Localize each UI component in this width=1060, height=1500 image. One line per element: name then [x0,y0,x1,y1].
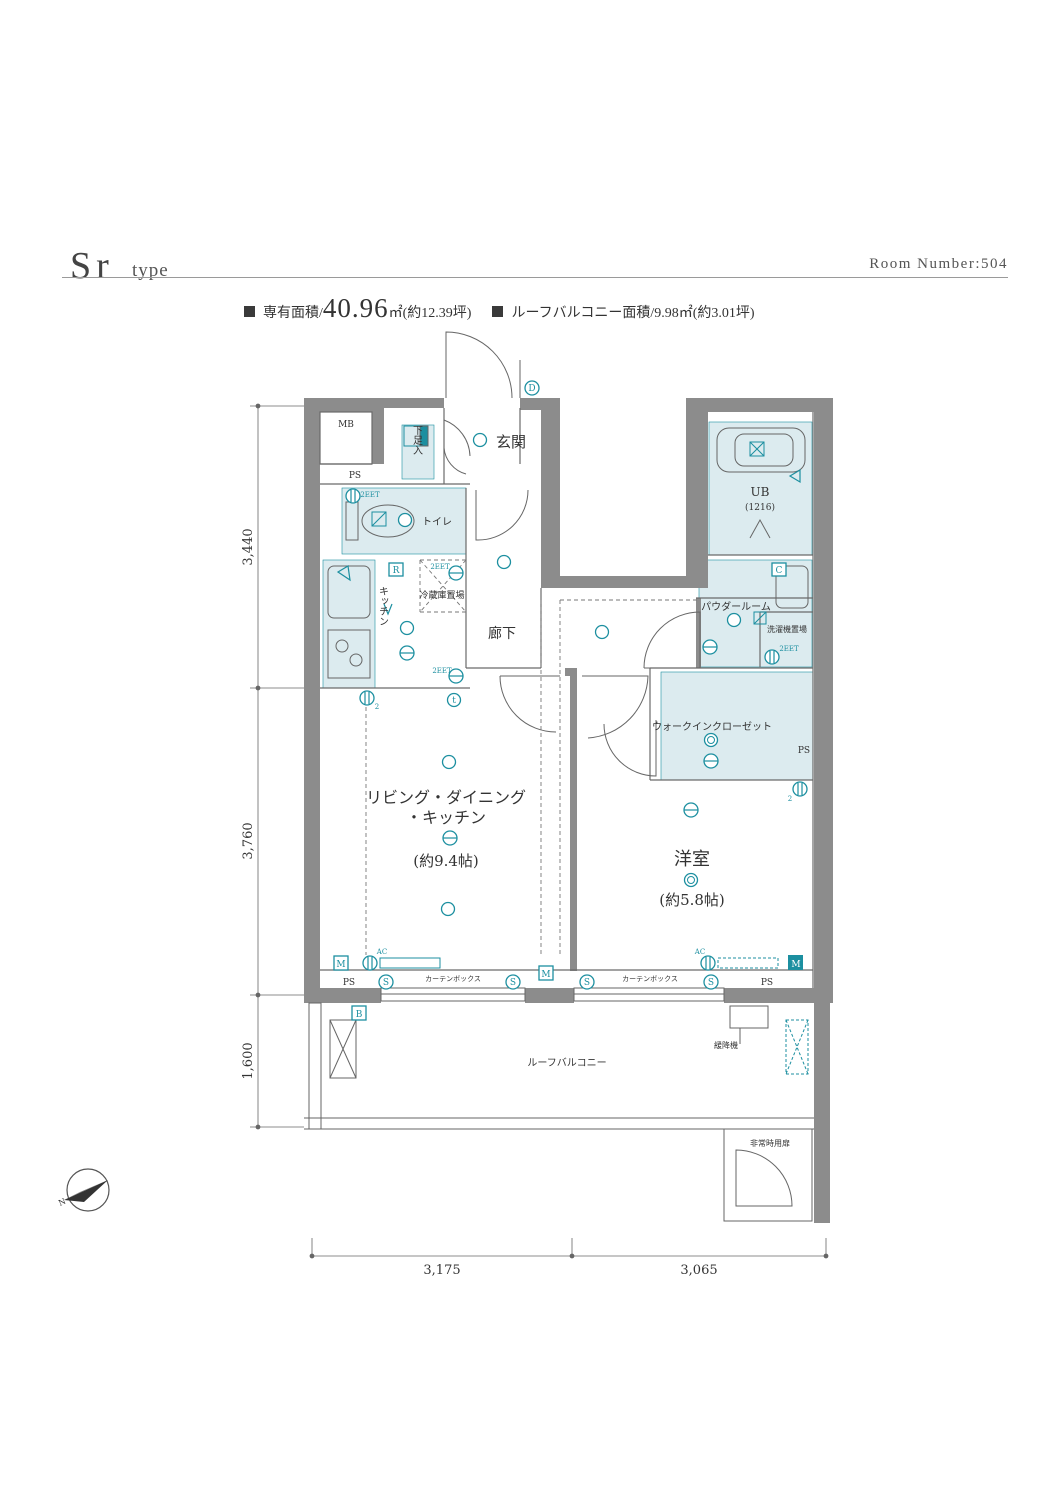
private-area-label: 専有面積/ [263,306,323,321]
label-ub-size: (1216) [745,502,775,513]
label-washer: 洗濯機置場 [767,624,807,634]
symbol-m-left: M [336,960,345,970]
bullet-square-icon [244,306,255,317]
private-area-unit: ㎡(約12.39坪) [388,306,472,321]
header: Sr type Room Number:504 専有面積/40.96㎡(約12.… [0,0,1060,323]
symbol-eet-fridge: 2EET [430,563,450,571]
symbol-ac-right: AC [694,948,705,956]
label-western: 洋室 [674,849,710,870]
roof-area-label: ルーフバルコニー面積/9.98㎡(約3.01坪) [511,306,755,321]
powder-room-area [698,559,813,668]
wet-areas [322,421,814,781]
label-ps-br: PS [761,978,773,988]
symbol-eet-kitchen: 2EET [432,667,452,675]
label-ub: UB [751,485,770,499]
electrical-symbols [333,380,808,1021]
label-curtain-2: カーテンボックス [622,975,678,983]
doors [443,331,793,1207]
label-ps-bl: PS [343,978,355,988]
area-summary: 専有面積/40.96㎡(約12.39坪) ルーフバルコニー面積/9.98㎡(約3… [244,293,755,324]
dimension-lines [250,403,829,1259]
shoe-box [401,424,435,480]
dimension-labels: 3,440 3,760 1,600 3,175 3,065 [241,528,718,1278]
header-rule [62,277,1008,278]
roof-balcony [304,1002,814,1222]
symbol-s: S [510,978,516,988]
label-hallway: 廊下 [488,625,516,642]
bullet-square-icon [492,306,504,317]
dim-horizontal-1: 3,175 [423,1263,460,1278]
unit-bath [708,421,813,556]
label-ps-entry: PS [349,471,361,481]
label-entrance: 玄関 [496,433,526,451]
label-curtain-1: カーテンボックス [425,975,481,983]
dim-vertical-2: 3,760 [241,822,256,859]
symbol-t: t [452,696,456,706]
dashed-lines [365,559,700,955]
symbol-m-right: M [791,960,800,970]
label-emergency-door: 非常時用扉 [750,1138,790,1148]
room-labels: MB PS 玄関 下足入 トイレ 冷蔵庫置場 キッチン 廊下 UB (1216)… [338,420,810,1148]
label-shoe-box: 下足入 [411,425,423,455]
walls [304,398,833,1223]
label-ldk-size: (約9.4帖) [413,852,479,870]
label-wic: ウォークインクローゼット [652,721,772,733]
symbol-s: S [708,978,714,988]
dim-vertical-3: 1,600 [241,1042,256,1079]
symbol-eet-toilet: 2EET [360,491,380,499]
label-powder: パウダールーム [701,600,771,613]
symbol-s: S [383,978,389,988]
label-escape-ladder: 緩降機 [714,1040,738,1050]
label-roof-balcony: ルーフバルコニー [527,1057,606,1069]
compass-icon: N [57,1168,110,1212]
walk-in-closet-area [660,671,814,781]
label-fridge: 冷蔵庫置場 [419,589,464,601]
label-ldk-2: ・キッチン [406,808,486,827]
label-ldk-1: リビング・ダイニング [366,788,526,807]
type-word: type [132,260,169,281]
label-mb: MB [338,420,354,430]
label-kitchen: キッチン [377,586,388,626]
symbol-s: S [584,978,590,988]
symbol-r: R [393,566,400,576]
type-letter: Sr [70,245,114,287]
label-toilet: トイレ [422,517,452,528]
symbol-two-ldk: 2 [375,703,379,711]
label-western-size: (約5.8帖) [659,891,725,909]
symbol-two-wic: 2 [788,795,792,803]
label-ps-wic: PS [798,746,810,756]
dim-vertical-1: 3,440 [241,528,256,565]
kitchen-counter [322,559,376,689]
window-sashes [379,957,779,1002]
symbol-c: C [776,566,783,576]
symbol-ac-left: AC [376,948,387,956]
private-area-value: 40.96 [322,293,389,323]
room-number: Room Number:504 [869,256,1008,272]
symbol-eet-washer: 2EET [779,645,799,653]
svg-text:N: N [57,1197,67,1208]
dim-horizontal-2: 3,065 [680,1263,717,1278]
symbol-letters: D R C t M M M B S S S S AC AC 2EET 2EET … [336,384,800,1020]
symbol-b: B [356,1010,363,1020]
symbol-d: D [528,384,535,394]
symbol-m-mid: M [541,970,550,980]
